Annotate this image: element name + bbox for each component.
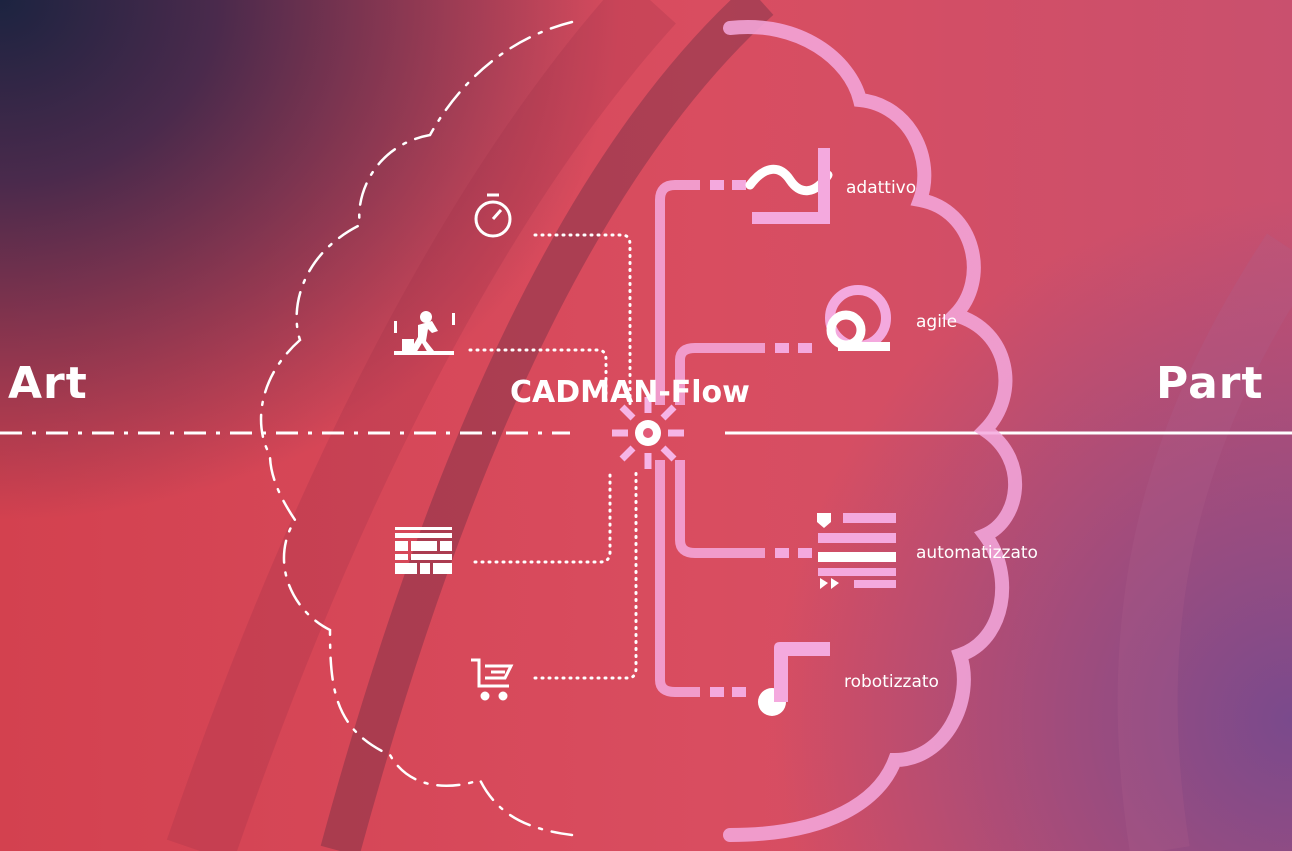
left-connectors — [468, 233, 638, 680]
cart-icon — [471, 658, 514, 701]
center-hub-icon — [612, 397, 684, 469]
node-label-agile: agile — [916, 312, 958, 332]
right-label: Part — [1156, 358, 1264, 409]
left-label: Art — [8, 358, 88, 409]
list-arrows-icon — [817, 513, 896, 589]
right-connector-dashes — [710, 180, 812, 697]
wave-icon — [745, 148, 833, 224]
loop-icon — [825, 285, 891, 351]
grid-schedule-icon — [395, 527, 452, 574]
node-label-adattivo: adattivo — [846, 178, 917, 198]
node-label-automatizzato: automatizzato — [916, 543, 1038, 563]
right-cloud-outline — [723, 20, 1023, 842]
worker-icon — [394, 311, 455, 355]
right-connectors — [655, 180, 765, 697]
left-cloud-outline — [259, 20, 574, 837]
stopwatch-icon — [474, 193, 512, 238]
note-icon — [758, 642, 830, 716]
center-label: CADMAN-Flow — [510, 375, 750, 410]
node-label-robotizzato: robotizzato — [844, 672, 939, 692]
